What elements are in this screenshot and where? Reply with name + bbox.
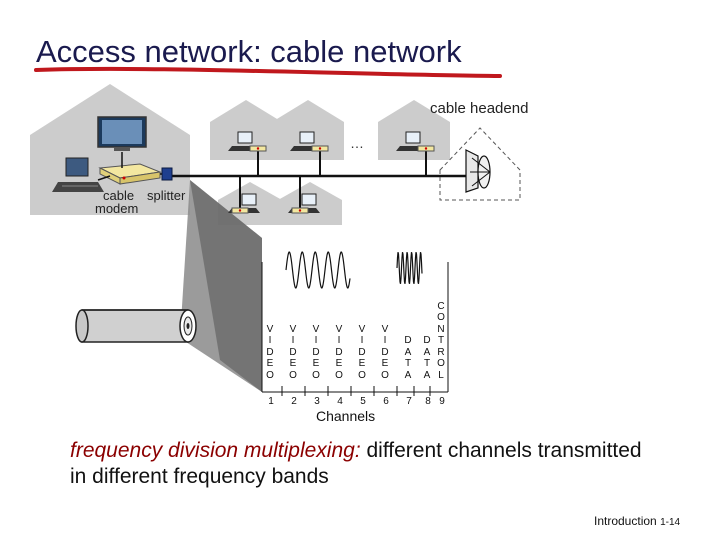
channel-waveforms (285, 251, 423, 289)
neighbor-computer-5 (288, 193, 320, 214)
channel-2-number: 2 (291, 396, 297, 407)
footer-text: Introduction (594, 514, 657, 528)
channels-axis-label: Channels (316, 408, 376, 424)
coax-cable-icon (75, 309, 197, 343)
fdm-rest: different channels transmitted (360, 439, 642, 462)
headend-house (439, 127, 521, 201)
ellipsis: … (350, 135, 366, 151)
neighbor-computer-3 (396, 131, 435, 152)
slide-footer: Introduction 1-14 (594, 514, 680, 528)
channel-7-number: 7 (406, 396, 412, 407)
channel-6-number: 6 (383, 396, 389, 407)
channel-9-number: 9 (439, 396, 445, 407)
title-underline (34, 66, 502, 78)
home-computer-icon (52, 157, 104, 192)
channel-3-number: 3 (314, 396, 320, 407)
fdm-line2: in different frequency bands (70, 465, 329, 488)
footer-page-number: 1-14 (660, 517, 681, 528)
splitter-icon (161, 167, 173, 181)
cable-modem-label-2: modem (95, 201, 139, 216)
fdm-caption: frequency division multiplexing: differe… (70, 438, 642, 490)
neighbor-computer-1 (228, 131, 267, 152)
cable-modem-label: cable (103, 188, 135, 203)
channel-5-number: 5 (360, 396, 366, 407)
channel-dividers (281, 386, 431, 396)
splitter-label: splitter (147, 188, 186, 203)
data-band-waveform (396, 252, 423, 284)
house-2 (272, 100, 344, 160)
neighbor-computer-2 (290, 131, 329, 152)
fdm-term: frequency division multiplexing: (70, 439, 361, 462)
neighbor-computer-4 (228, 193, 260, 214)
house-3 (378, 100, 450, 160)
headend-label: cable headend (430, 100, 529, 117)
page-title: Access network: cable network (36, 34, 462, 69)
channel-8-number: 8 (425, 396, 431, 407)
headend-dish-icon (465, 149, 491, 193)
tv-icon (97, 116, 147, 151)
video-band-waveform (285, 251, 351, 289)
channel-1-number: 1 (268, 396, 274, 407)
house-1 (210, 100, 282, 160)
channel-4-number: 4 (337, 396, 343, 407)
